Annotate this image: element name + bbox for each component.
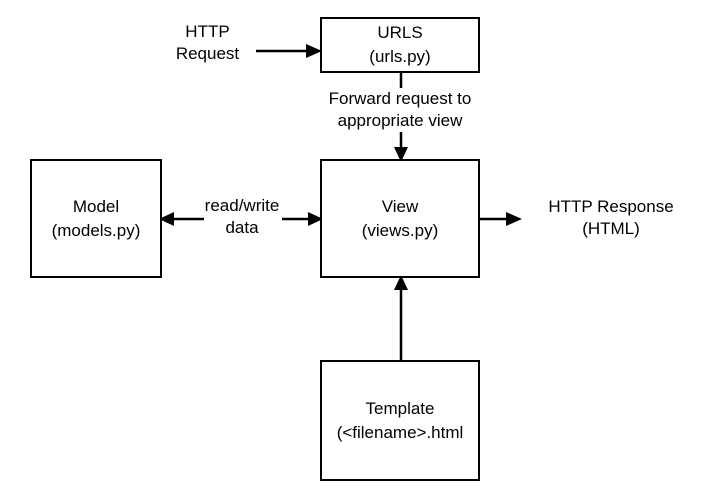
- label-read-write-data: read/write data: [196, 192, 288, 242]
- node-urls-title: URLS: [377, 23, 423, 42]
- label-http-response-line1: HTTP Response: [548, 197, 674, 216]
- node-model[interactable]: Model (models.py): [30, 159, 162, 278]
- label-http-response-line2: (HTML): [582, 219, 640, 238]
- label-http-response: HTTP Response (HTML): [525, 192, 697, 244]
- label-read-write-line2: data: [225, 217, 259, 239]
- edge-template-to-view: [392, 274, 410, 362]
- node-urls-subtitle: (urls.py): [369, 47, 431, 66]
- label-http-request: HTTP Request: [150, 14, 265, 72]
- node-view-title: View: [381, 196, 419, 216]
- edge-view-to-http-response: [478, 210, 524, 228]
- node-urls[interactable]: URLS (urls.py): [320, 17, 480, 73]
- node-model-subtitle: (models.py): [51, 220, 141, 240]
- label-forward-request-line2: appropriate view: [337, 110, 463, 132]
- node-view[interactable]: View (views.py): [320, 159, 480, 278]
- label-forward-request: Forward request to appropriate view: [312, 86, 488, 134]
- edge-http-request-to-urls: [256, 42, 324, 60]
- label-http-request-line1: HTTP: [185, 22, 230, 41]
- node-model-title: Model: [72, 196, 120, 216]
- label-forward-request-line1: Forward request to: [328, 88, 472, 110]
- node-template[interactable]: Template (<filename>.html: [320, 360, 480, 481]
- node-template-subtitle: (<filename>.html: [336, 422, 464, 442]
- edge-view-to-model: [158, 210, 204, 228]
- node-view-subtitle: (views.py): [361, 220, 439, 240]
- edge-model-to-view: [282, 210, 324, 228]
- node-template-title: Template: [365, 398, 435, 418]
- label-http-request-line2: Request: [175, 44, 240, 63]
- label-read-write-line1: read/write: [204, 195, 280, 217]
